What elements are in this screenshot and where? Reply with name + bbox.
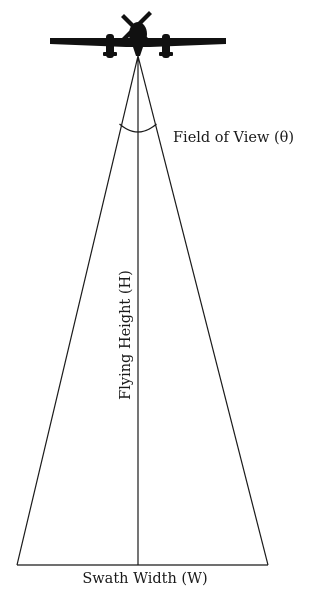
- swath-width-label: Swath Width (W): [82, 571, 207, 587]
- airplane-icon: [50, 11, 226, 58]
- flying-height-label: Flying Height (H): [118, 270, 134, 400]
- field-of-view-label: Field of View (θ): [173, 130, 294, 146]
